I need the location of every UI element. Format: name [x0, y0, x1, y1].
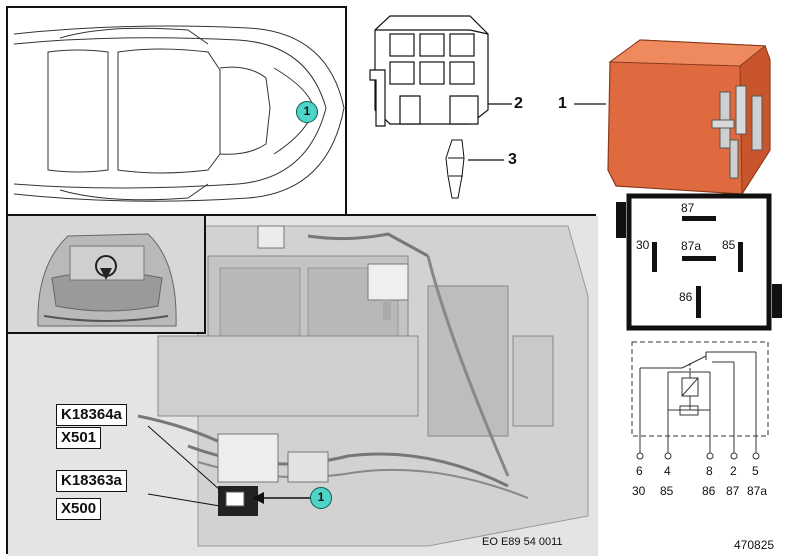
car-location-panel: 1 [6, 6, 347, 218]
photo-position-marker: 1 [310, 487, 332, 509]
schematic-pin-number: 4 [664, 464, 671, 478]
connector-tag-k18363a: K18363a [56, 470, 127, 492]
installation-photo-panel: K18364a X501 K18363a X500 1 EO E89 54 00… [6, 214, 598, 556]
schematic-pin-number: 2 [730, 464, 737, 478]
callout-socket: 2 [514, 95, 523, 112]
car-position-marker: 1 [296, 101, 318, 123]
inset-car-drawing [8, 216, 204, 332]
connector-tag-x500: X500 [56, 498, 102, 520]
face-pin-85: 85 [722, 238, 736, 252]
face-pin-87a: 87a [681, 239, 702, 253]
callout-terminal: 3 [508, 151, 517, 168]
schematic-terminal-name: 87a [747, 484, 768, 498]
face-pin-86: 86 [679, 290, 693, 304]
schematic-terminal-name: 85 [660, 484, 674, 498]
diagram-id: 470825 [734, 538, 775, 552]
schematic-terminal-name: 30 [632, 484, 646, 498]
inset-photo [8, 216, 206, 334]
connector-tag-x501: X501 [56, 427, 102, 449]
schematic-pin-number: 5 [752, 464, 759, 478]
car-outline-drawing [13, 25, 345, 202]
schematic-pin-number: 8 [706, 464, 713, 478]
photo-caption: EO E89 54 0011 [482, 536, 563, 548]
schematic-terminal-name: 86 [702, 484, 716, 498]
connector-tag-k18364a: K18364a [56, 404, 127, 426]
engine-bay-drawing [8, 216, 598, 556]
schematic-terminal-name: 87 [726, 484, 740, 498]
face-pin-30: 30 [636, 238, 650, 252]
face-pin-87: 87 [681, 201, 695, 215]
schematic-pin-number: 6 [636, 464, 643, 478]
callout-relay: 1 [558, 95, 567, 112]
